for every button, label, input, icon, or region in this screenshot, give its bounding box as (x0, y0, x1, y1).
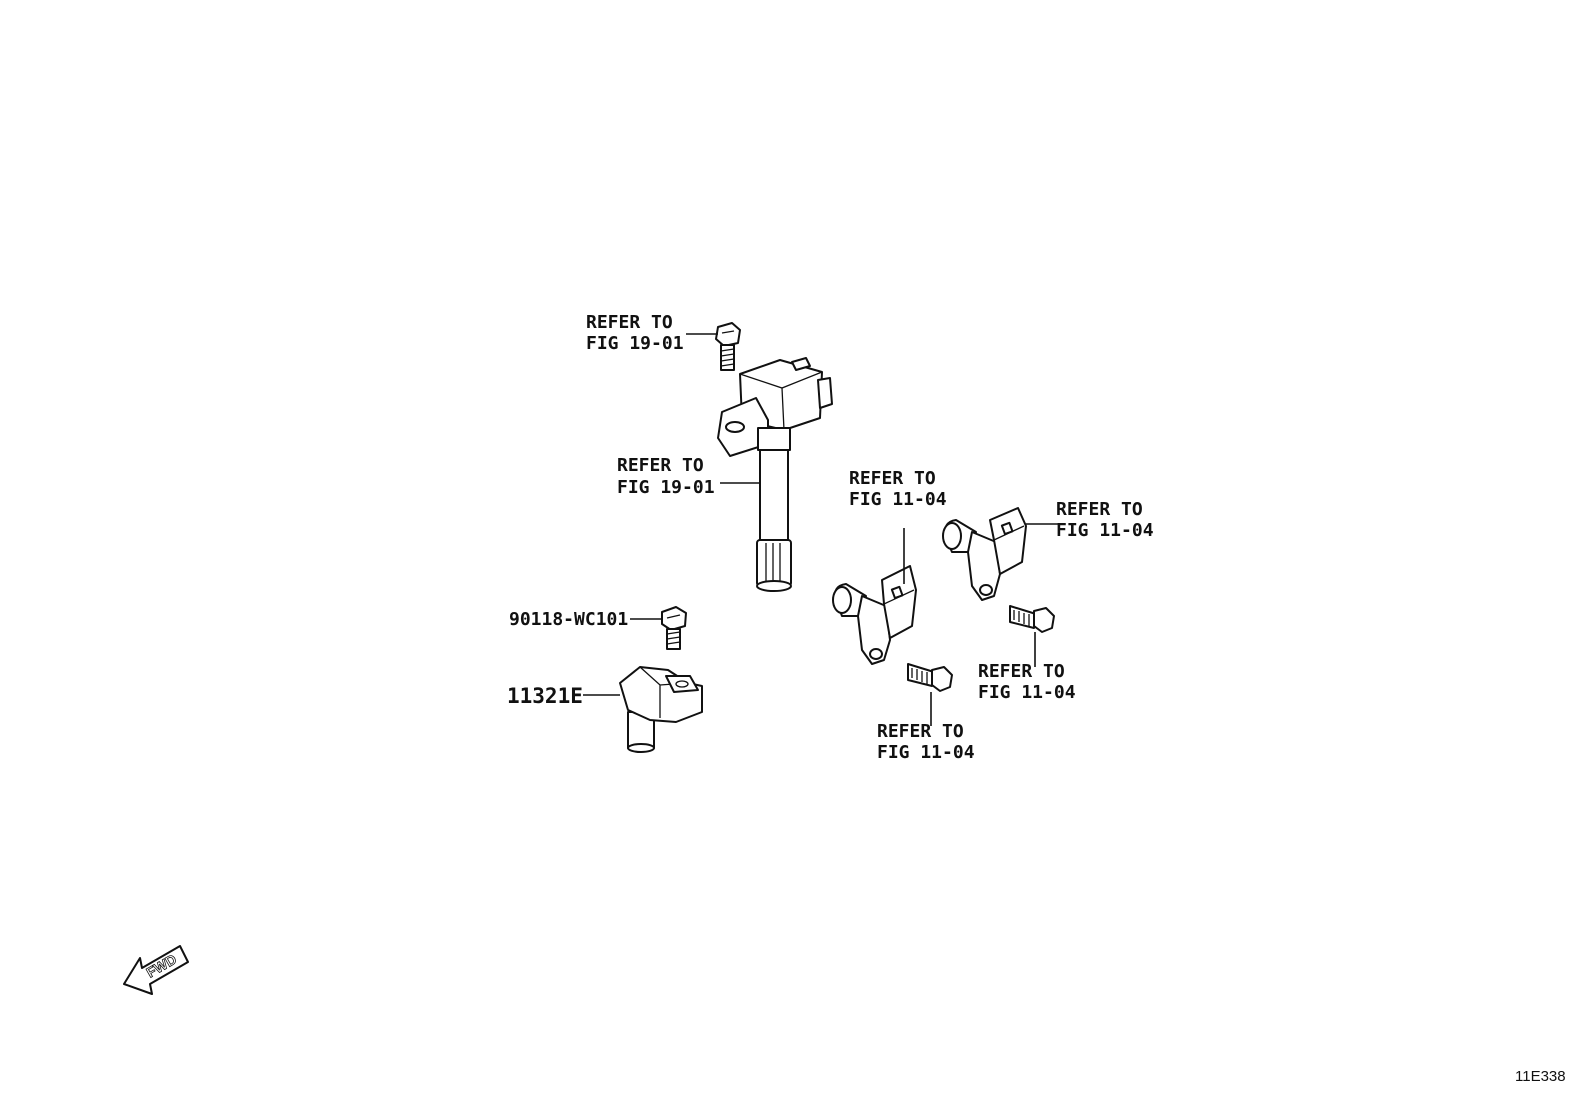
label-ref-bolt-top-line1: REFER TO (586, 312, 673, 333)
label-part-sensor[interactable]: 11321E (507, 684, 583, 708)
label-part-bolt[interactable]: 90118-WC101 (509, 609, 628, 630)
label-ref-sensor-mid-line2: FIG 11-04 (849, 489, 947, 510)
label-ref-bolt-top-line2: FIG 19-01 (586, 333, 684, 354)
bolt-90118-WC101[interactable] (661, 606, 687, 650)
label-ref-bolt-right-line2: FIG 11-04 (978, 682, 1076, 703)
label-ref-bolt-mid-line1: REFER TO (877, 721, 964, 742)
label-ref-bolt-right-line1: REFER TO (978, 661, 1065, 682)
cam-sensor-right[interactable] (942, 507, 1027, 601)
label-ref-coil-line2: FIG 19-01 (617, 477, 715, 498)
label-ref-sensor-mid-line1: REFER TO (849, 468, 936, 489)
cam-sensor-middle[interactable] (832, 565, 917, 665)
ignition-coil[interactable] (717, 357, 833, 592)
sensor-11321E[interactable] (619, 666, 703, 753)
cam-sensor-middle-bolt[interactable] (907, 663, 953, 692)
figure-code: 11E338 (1515, 1068, 1566, 1085)
leader-lines (583, 333, 1064, 726)
label-ref-bolt-mid-line2: FIG 11-04 (877, 742, 975, 763)
fwd-arrow-icon: FWD (123, 945, 189, 995)
label-ref-coil-line1: REFER TO (617, 455, 704, 476)
label-ref-sensor-right-line1: REFER TO (1056, 499, 1143, 520)
cam-sensor-right-bolt[interactable] (1009, 605, 1055, 633)
label-ref-sensor-right-line2: FIG 11-04 (1056, 520, 1154, 541)
coil-mount-bolt[interactable] (715, 322, 741, 371)
